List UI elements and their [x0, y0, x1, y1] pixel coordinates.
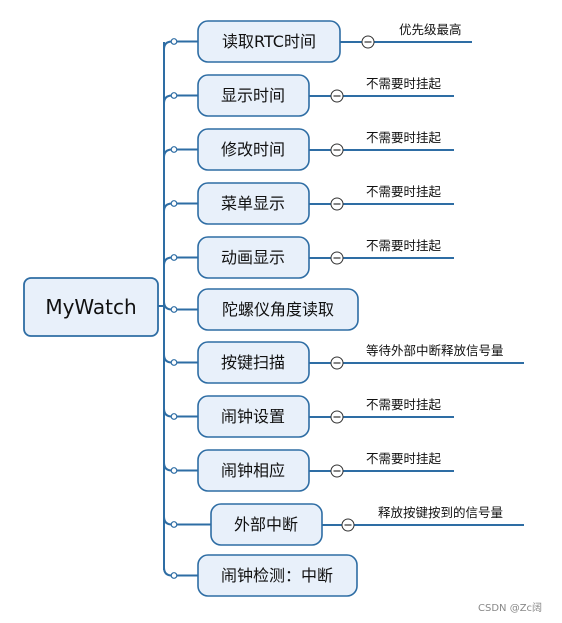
branch-note: 不需要时挂起: [309, 451, 454, 478]
connector-knob-icon: [170, 200, 178, 207]
branch-node[interactable]: 修改时间: [197, 128, 310, 171]
note-label: 不需要时挂起: [366, 397, 442, 412]
branch-note: 等待外部中断释放信号量: [309, 343, 524, 370]
branch-node-label: 闹钟设置: [221, 407, 285, 426]
branch-connector: [163, 256, 198, 266]
note-label: 不需要时挂起: [366, 130, 442, 145]
branch-node[interactable]: 显示时间: [197, 74, 310, 117]
collapse-minus-icon[interactable]: [341, 518, 355, 532]
note-label: 不需要时挂起: [366, 184, 442, 199]
branch-connectors: [163, 38, 211, 579]
root-node[interactable]: MyWatch: [23, 277, 159, 337]
branch-node[interactable]: 闹钟相应: [197, 449, 310, 492]
branch-node[interactable]: 菜单显示: [197, 182, 310, 225]
branch-connector: [163, 301, 198, 311]
note-label: 不需要时挂起: [366, 451, 442, 466]
branch-note: 不需要时挂起: [309, 397, 454, 424]
connector-knob-icon: [170, 413, 178, 420]
root-node-box[interactable]: [23, 277, 159, 337]
branch-node[interactable]: 闹钟设置: [197, 395, 310, 438]
connector-knob-icon: [170, 146, 178, 153]
branch-connector: [163, 462, 198, 472]
branch-note: 不需要时挂起: [309, 238, 454, 265]
note-label: 释放按键按到的信号量: [378, 505, 503, 520]
branch-connector: [163, 40, 198, 50]
branch-note: 释放按键按到的信号量: [322, 505, 524, 532]
branch-node[interactable]: 动画显示: [197, 236, 310, 279]
connector-knob-icon: [170, 359, 178, 366]
branch-connector: [163, 202, 198, 212]
collapse-minus-icon[interactable]: [330, 410, 344, 424]
branch-connector: [163, 354, 198, 364]
collapse-minus-icon[interactable]: [330, 197, 344, 211]
connector-knob-icon: [170, 521, 178, 528]
branch-node-box[interactable]: [197, 554, 358, 597]
branch-node-label: 闹钟检测：中断: [221, 566, 333, 585]
branch-connector: [163, 408, 198, 418]
branch-node[interactable]: 陀螺仪角度读取: [197, 288, 359, 331]
collapse-minus-icon[interactable]: [330, 143, 344, 157]
branch-connector: [163, 94, 198, 104]
collapse-minus-icon[interactable]: [330, 89, 344, 103]
branch-node-label: 按键扫描: [221, 353, 285, 372]
branch-note: 不需要时挂起: [309, 184, 454, 211]
branch-nodes: 读取RTC时间 显示时间 修改时间 菜单显示 动画显示 陀螺仪角度读取 按键扫描: [197, 20, 359, 597]
branch-node-label: 显示时间: [221, 86, 285, 105]
branch-notes: 优先级最高 不需要时挂起 不需要时挂起: [309, 22, 524, 532]
connector-knob-icon: [170, 572, 178, 579]
branch-connector: [163, 148, 198, 158]
note-label: 优先级最高: [399, 22, 462, 37]
collapse-minus-icon[interactable]: [330, 356, 344, 370]
branch-node[interactable]: 读取RTC时间: [197, 20, 341, 63]
branch-node-label: 外部中断: [234, 515, 298, 534]
branch-note: 优先级最高: [340, 22, 472, 49]
branch-node-label: 读取RTC时间: [222, 32, 316, 51]
collapse-minus-icon[interactable]: [330, 464, 344, 478]
branch-node-label: 菜单显示: [221, 194, 285, 213]
connector-knob-icon: [170, 38, 178, 45]
connector-knob-icon: [170, 306, 178, 313]
branch-node-label: 动画显示: [221, 248, 285, 267]
watermark: CSDN @Zc阔: [478, 601, 542, 614]
note-label: 不需要时挂起: [366, 76, 442, 91]
branch-node-box[interactable]: [197, 288, 359, 331]
branch-node[interactable]: 按键扫描: [197, 341, 310, 384]
branch-node[interactable]: 外部中断: [210, 503, 323, 546]
note-label: 等待外部中断释放信号量: [366, 343, 504, 358]
connector-knob-icon: [170, 467, 178, 474]
branch-connector: [163, 567, 198, 577]
branch-note: 不需要时挂起: [309, 76, 454, 103]
branch-note: 不需要时挂起: [309, 130, 454, 157]
collapse-minus-icon[interactable]: [361, 35, 375, 49]
note-label: 不需要时挂起: [366, 238, 442, 253]
connector-knob-icon: [170, 254, 178, 261]
connector-knob-icon: [170, 92, 178, 99]
branch-node-label: 闹钟相应: [221, 461, 285, 480]
root-node-label: MyWatch: [45, 295, 136, 319]
branch-node-label: 陀螺仪角度读取: [222, 300, 334, 319]
branch-node[interactable]: 闹钟检测：中断: [197, 554, 358, 597]
branch-node-label: 修改时间: [221, 140, 285, 159]
collapse-minus-icon[interactable]: [330, 251, 344, 265]
